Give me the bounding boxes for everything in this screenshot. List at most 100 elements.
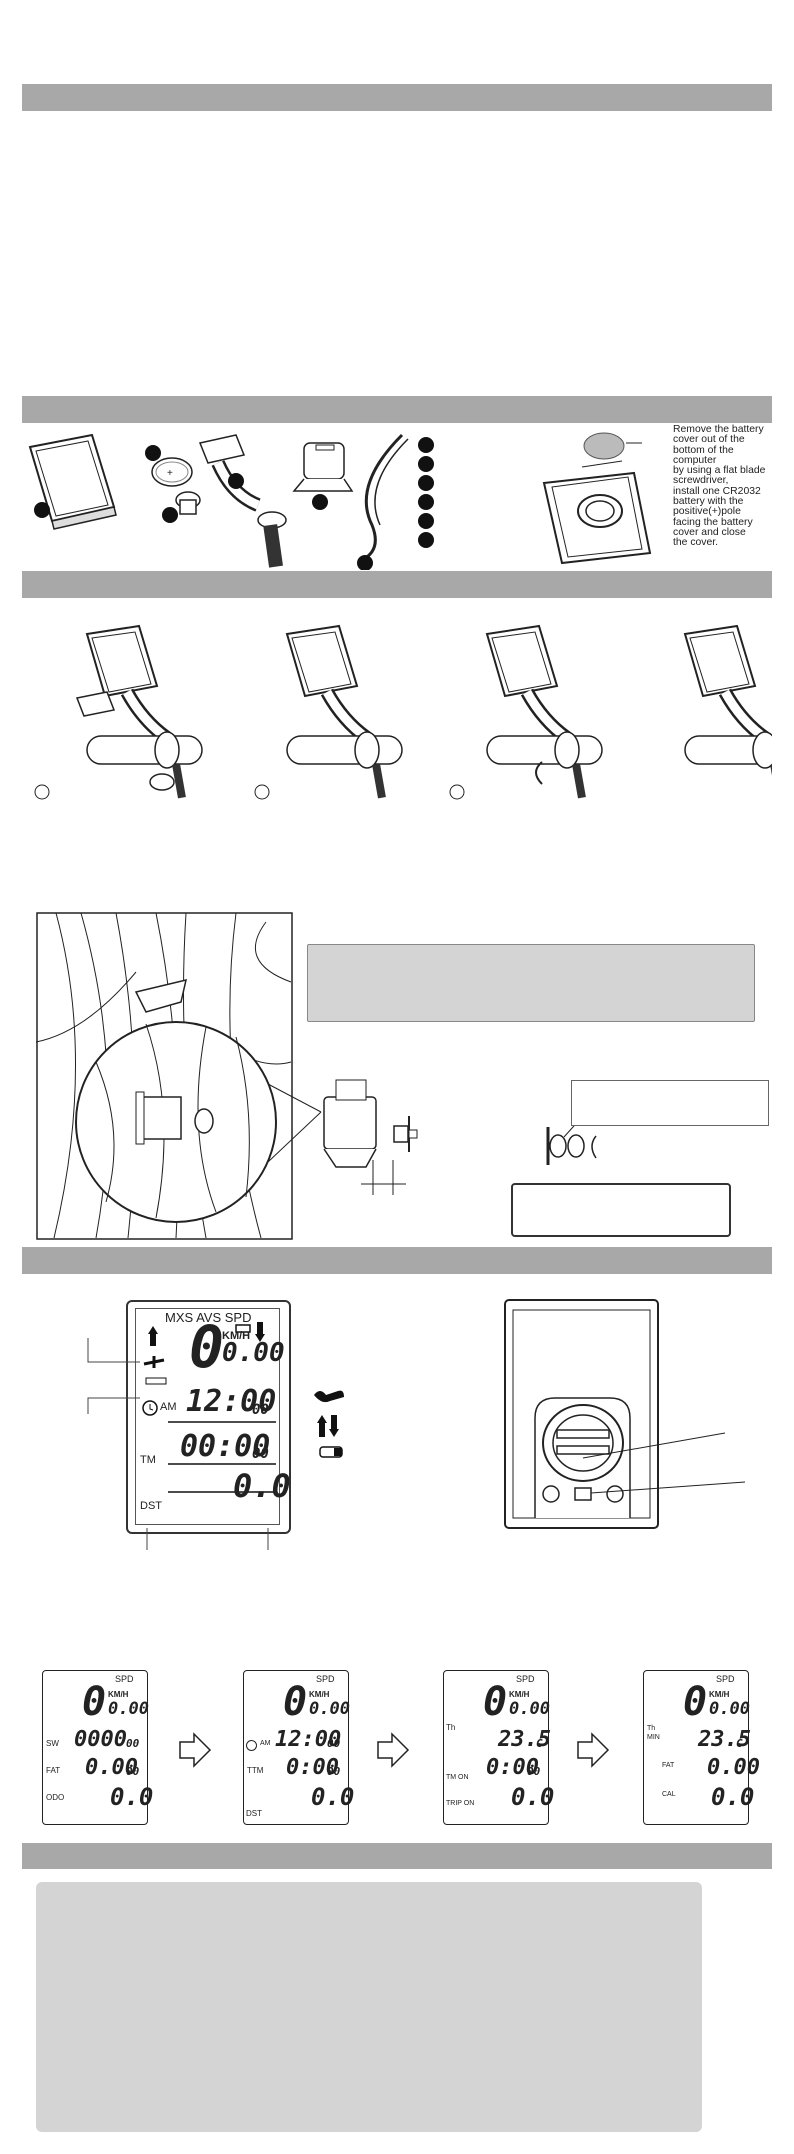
bottom-info-panel xyxy=(36,1882,702,2132)
screen-row-2-sub: 00 xyxy=(527,1765,541,1778)
screen-speed: 0 xyxy=(82,1679,107,1725)
battery-note-line: computer xyxy=(673,454,717,466)
battery-note-line: Remove the battery xyxy=(673,424,764,435)
screen-label-1: Th xyxy=(446,1723,456,1732)
battery-note-line: battery with the xyxy=(673,496,744,508)
step-marker-1 xyxy=(34,784,50,800)
screen-row-2: 0.00 xyxy=(707,1755,760,1780)
battery-install-image xyxy=(542,432,652,565)
speed-value: 0 xyxy=(189,1313,224,1381)
screen-mode-2 xyxy=(243,1670,349,1825)
screen-unit: KM/H xyxy=(108,1690,129,1699)
battery-note-line: cover and close xyxy=(673,526,746,538)
screen-row-2: 0.00 xyxy=(85,1755,138,1780)
screen-row-1-sub: 00 xyxy=(327,1737,341,1750)
screen-decimal: 0.00 xyxy=(309,1699,350,1719)
clock-value: 12:00 xyxy=(186,1384,277,1419)
screen-row-1-sub: C xyxy=(536,1737,543,1750)
step-marker-2 xyxy=(254,784,270,800)
timer-seconds: 00 xyxy=(252,1446,269,1462)
battery-note-line: positive(+)pole xyxy=(673,506,741,518)
screen-spd-label: SPD xyxy=(716,1674,735,1684)
screen-label-1: SW xyxy=(46,1739,59,1748)
computer-unit-image xyxy=(28,433,117,530)
screen-spd-label: SPD xyxy=(115,1674,134,1684)
screen-row-2-sub: 00 xyxy=(327,1765,341,1778)
gap-note-box xyxy=(511,1183,731,1237)
sensor-note-box xyxy=(307,944,755,1022)
clock-small-icon xyxy=(246,1740,257,1751)
arrow-right-icon xyxy=(377,1732,410,1768)
wheel-sensor-image xyxy=(292,442,354,510)
battery-instructions: Remove the battery cover out of the bott… xyxy=(673,424,783,549)
section-header-bar-4 xyxy=(22,1247,772,1274)
screen-label-3: CAL xyxy=(662,1791,676,1798)
battery-note-line: facing the battery xyxy=(673,516,753,528)
part-marker-3 xyxy=(162,507,178,523)
screen-mode-1 xyxy=(42,1670,148,1825)
wrench-icon xyxy=(314,1390,344,1403)
battery-note-line: by using a flat blade xyxy=(673,465,766,477)
screen-row-1: 23.5 xyxy=(698,1727,751,1752)
screen-sequence-arrows xyxy=(179,1732,610,1768)
main-display-indicators xyxy=(142,1322,276,1493)
screen-row-1: 0000 xyxy=(74,1727,127,1752)
screen-row-1: 23.5 xyxy=(498,1727,551,1752)
screen-label-2: TTM xyxy=(247,1766,264,1775)
step-marker-3 xyxy=(449,784,465,800)
screen-label-1: Th MIN xyxy=(647,1725,660,1741)
speed-unit: KM/H xyxy=(222,1330,251,1342)
display-callout-lines xyxy=(87,1338,269,1550)
screen-unit: KM/H xyxy=(509,1690,530,1699)
main-display-inner xyxy=(135,1308,280,1525)
screen-speed: 0 xyxy=(683,1679,708,1725)
screen-label-2: FAT xyxy=(46,1766,61,1775)
battery-note-line: screwdriver, xyxy=(673,475,729,487)
screen-row-2: 0:00 xyxy=(286,1755,339,1780)
part-marker-2 xyxy=(145,445,161,461)
screen-decimal: 0.00 xyxy=(509,1699,550,1719)
timer-value: 00:00 xyxy=(180,1429,271,1464)
am-label: AM xyxy=(160,1401,177,1413)
section-header-bar-3 xyxy=(22,571,772,598)
mounting-steps-illustration xyxy=(34,622,772,807)
down-arrow-icon xyxy=(255,1334,265,1342)
battery-note-line: cover out of the xyxy=(673,434,745,446)
screen-label-2: TM ON xyxy=(446,1774,469,1781)
battery-indicator-icon xyxy=(235,1324,251,1333)
wrench-indicator-icon xyxy=(143,1356,165,1368)
screen-spd-label: SPD xyxy=(316,1674,335,1684)
legend-icons xyxy=(314,1390,344,1458)
section-header-bar-1 xyxy=(22,84,772,111)
screen-speed: 0 xyxy=(483,1679,508,1725)
screen-label-3: DST xyxy=(246,1809,262,1818)
screen-label-3: ODO xyxy=(46,1793,65,1802)
screen-speed: 0 xyxy=(283,1679,308,1725)
screen-decimal: 0.00 xyxy=(709,1699,750,1719)
magnet-note-box xyxy=(571,1080,769,1126)
screen-row-1-sub: C xyxy=(736,1737,743,1750)
screen-row-3: 0.0 xyxy=(110,1783,154,1811)
tm-label: TM xyxy=(140,1454,156,1466)
handlebar-mount-image xyxy=(198,434,287,568)
screen-unit: KM/H xyxy=(709,1690,730,1699)
battery-note-line: the cover. xyxy=(673,537,719,549)
screen-row-3: 0.0 xyxy=(511,1783,555,1811)
sensor-cable-image xyxy=(361,433,404,562)
parts-illustration: + xyxy=(28,432,652,570)
battery-icon xyxy=(319,1446,343,1458)
arrow-right-icon xyxy=(577,1732,610,1768)
screen-unit: KM/H xyxy=(309,1690,330,1699)
screen-row-1-sub: 00 xyxy=(126,1737,140,1750)
display-mode-label: MXS AVS SPD xyxy=(165,1310,252,1325)
screen-mode-4 xyxy=(643,1670,749,1825)
part-marker-6 xyxy=(357,555,373,570)
screen-label-1: AM xyxy=(260,1740,271,1747)
section-header-bar-5 xyxy=(22,1843,772,1869)
screen-row-2: 0:00 xyxy=(486,1755,539,1780)
distance-value: 0.0 xyxy=(233,1467,291,1505)
section-header-bar-2 xyxy=(22,396,772,423)
up-down-arrows-icon xyxy=(317,1415,339,1437)
screen-spd-label: SPD xyxy=(516,1674,535,1684)
screen-row-2-sub: 00 xyxy=(126,1765,140,1778)
